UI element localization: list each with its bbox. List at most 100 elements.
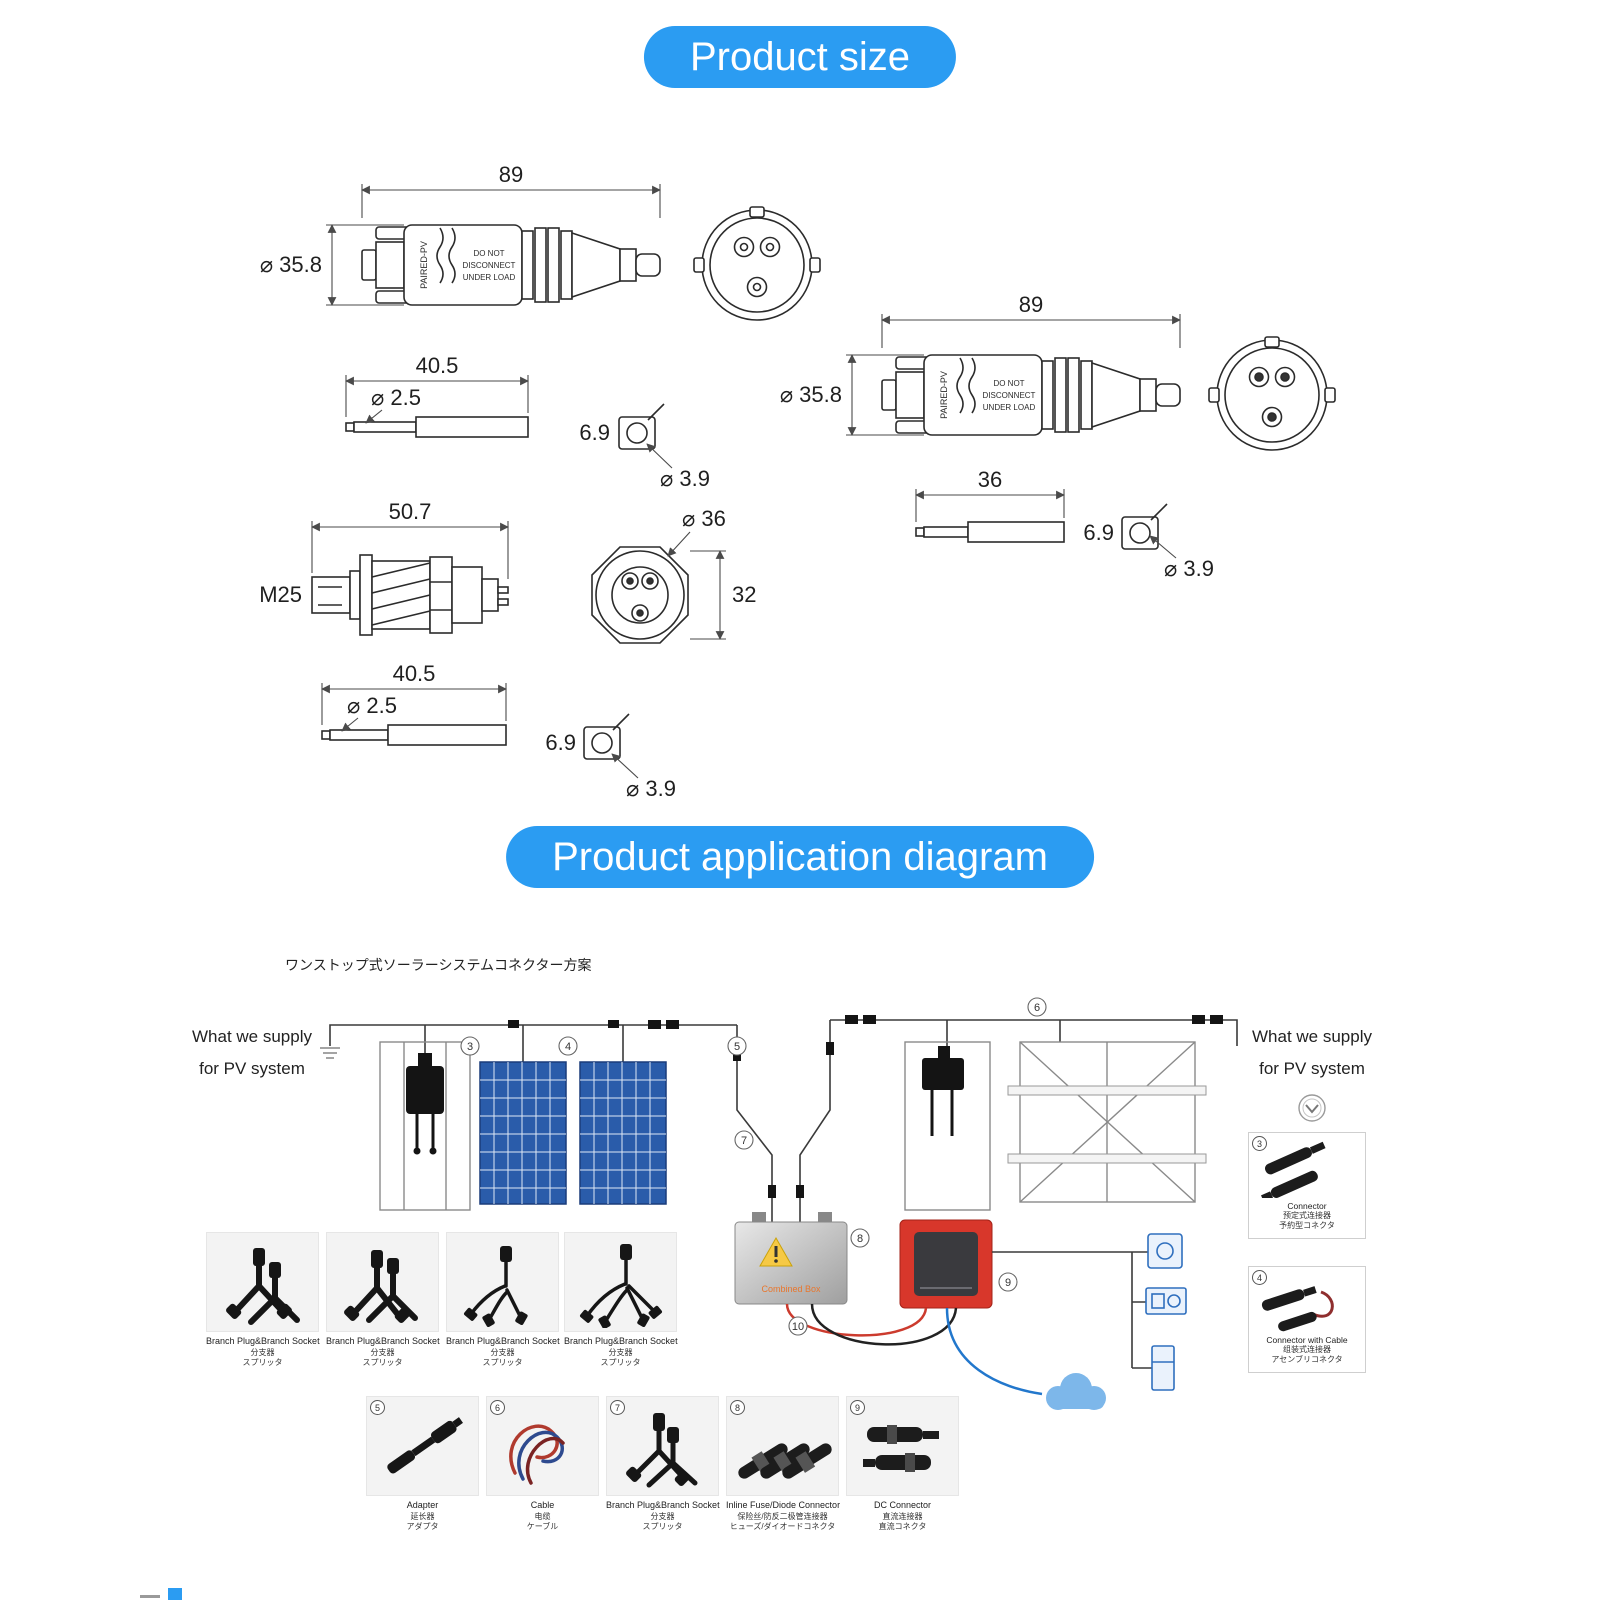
supply-right-line2: for PV system (1259, 1059, 1365, 1078)
module-frame-right (904, 1041, 991, 1211)
inverter-box (899, 1219, 993, 1309)
branch-product-image (206, 1232, 319, 1332)
product-name-cn: 分支器 (250, 1347, 275, 1357)
next-section-peek-dash (140, 1595, 160, 1598)
dim-crimp-c-hole: ⌀ 3.9 (1164, 556, 1214, 581)
pin-c-drawing: 36 (915, 467, 1065, 543)
product-name-jp: スプリッタ (600, 1358, 641, 1368)
right-product-connector: 3 Connector 预定式连接器 予約型コネクタ (1248, 1132, 1366, 1239)
product-card-adapter: 5 Adapter 延长器 アダプタ (366, 1396, 479, 1532)
fridge-icon (1151, 1345, 1175, 1391)
branch-cable-product-image (446, 1232, 559, 1332)
marker-badge: 6 (490, 1400, 505, 1415)
product-name-jp: ケーブル (526, 1522, 559, 1532)
product-name: Adapter (406, 1500, 439, 1510)
branch-product-image (326, 1232, 439, 1332)
meter-icon (1147, 1233, 1183, 1269)
technical-drawings: PAIRED-PV DO NOT DISCONNECT UNDER LOAD 8… (259, 162, 1336, 801)
product-card-branch-3: Branch Plug&Branch Socket 分支器 スプリッタ (446, 1232, 560, 1368)
product-name-jp: スプリッタ (642, 1522, 683, 1532)
product-name-cn: 电缆 (534, 1511, 551, 1521)
product-name: Branch Plug&Branch Socket (606, 1500, 720, 1510)
product-card-fuse-diode: 8 Inline Fuse/Diode Connector 保险丝/防反二极管连… (726, 1396, 841, 1532)
svg-text:7: 7 (741, 1135, 747, 1147)
right-product-connector-with-cable: 4 Connector with Cable 组装式连接器 アセンブリコネクタ (1248, 1266, 1366, 1373)
branch-product-image: 7 (606, 1396, 719, 1496)
svg-text:8: 8 (857, 1233, 863, 1245)
product-name-cn: 分支器 (608, 1347, 633, 1357)
dim-pin-b-length: 40.5 (393, 661, 436, 686)
combiner-label: Combined Box (761, 1284, 821, 1294)
schematic-markers: 3 4 5 6 7 8 9 10 (460, 997, 1047, 1336)
supply-left-line1: What we supply (192, 1027, 312, 1046)
product-name: DC Connector (873, 1500, 932, 1510)
svg-text:4: 4 (565, 1041, 571, 1053)
solar-panel-1 (479, 1061, 567, 1205)
product-name-jp: スプリッタ (242, 1358, 283, 1368)
product-name-cn: 分支器 (490, 1347, 515, 1357)
product-card-branch-5: 7 Branch Plug&Branch Socket 分支器 スプリッタ (606, 1396, 720, 1532)
product-name-jp: スプリッタ (482, 1358, 523, 1368)
dim-crimp-a-width: 6.9 (579, 420, 610, 445)
connector-b-end-view (1208, 336, 1336, 451)
module-frame-left (379, 1041, 471, 1211)
application-jp-title: ワンストップ式ソーラーシステムコネクター方案 (285, 957, 591, 973)
dim-mount-length: 50.7 (389, 499, 432, 524)
product-name-jp: スプリッタ (362, 1358, 403, 1368)
product-name: Connector with Cable (1266, 1335, 1348, 1345)
svg-text:6: 6 (1034, 1002, 1040, 1014)
connector-product-image (1251, 1137, 1363, 1199)
fuse-diode-product-image: 8 (726, 1396, 839, 1496)
appliance-icons (1145, 1233, 1187, 1391)
product-name: Cable (530, 1500, 555, 1510)
product-card-cable: 6 Cable 电缆 ケーブル (486, 1396, 599, 1532)
mounting-rack (1007, 1041, 1207, 1203)
product-name: Connector (1287, 1201, 1327, 1211)
dim-connector-a-diameter: ⌀ 35.8 (260, 252, 322, 277)
supply-right-line1: What we supply (1252, 1027, 1372, 1046)
connector-a-end-view (693, 206, 821, 321)
marker-badge: 9 (850, 1400, 865, 1415)
crimp-ferrule-b-drawing: 6.9 ⌀ 3.9 (545, 713, 676, 801)
chevron-down-icon (1298, 1094, 1326, 1122)
panel-mount-face-view: ⌀ 36 32 (591, 506, 756, 644)
product-name-cn: 分支器 (650, 1511, 675, 1521)
crimp-ferrule-a-drawing: 6.9 ⌀ 3.9 (579, 403, 710, 491)
dim-face-height: 32 (732, 582, 756, 607)
pin-b-drawing: 40.5 ⌀ 2.5 (321, 661, 507, 746)
product-card-dc-connector: 9 DC Connector 直流连接器 直流コネクタ (846, 1396, 959, 1532)
cloud-icon (1046, 1373, 1106, 1410)
product-name-cn: 保险丝/防反二极管连接器 (737, 1511, 828, 1521)
product-name: Inline Fuse/Diode Connector (726, 1500, 841, 1510)
product-name-jp: 予約型コネクタ (1279, 1221, 1335, 1231)
solar-panel-2 (579, 1061, 667, 1205)
product-name: Branch Plug&Branch Socket (326, 1336, 440, 1346)
adapter-product-image: 5 (366, 1396, 479, 1496)
panel-mount-side-view: 50.7 M25 (259, 499, 509, 636)
pv-string-wiring (320, 1015, 1238, 1222)
product-card-branch-2: Branch Plug&Branch Socket 分支器 スプリッタ (326, 1232, 440, 1368)
dim-face-diameter: ⌀ 36 (682, 506, 726, 531)
section-title-product-size: Product size (643, 26, 957, 88)
dim-pin-a-diameter: ⌀ 2.5 (371, 385, 421, 410)
marker-badge: 7 (610, 1400, 625, 1415)
svg-text:9: 9 (1005, 1277, 1011, 1289)
marker-badge: 8 (730, 1400, 745, 1415)
product-name-cn: 预定式连接器 (1283, 1211, 1331, 1220)
connector-a-side-view: 89 ⌀ 35.8 (260, 162, 661, 306)
product-name: Branch Plug&Branch Socket (446, 1336, 560, 1346)
marker-badge: 5 (370, 1400, 385, 1415)
dim-crimp-b-hole: ⌀ 3.9 (626, 776, 676, 801)
application-schematic: ワンストップ式ソーラーシステムコネクター方案 What we supply fo… (192, 957, 1372, 1410)
product-card-branch-4: Branch Plug&Branch Socket 分支器 スプリッタ (564, 1232, 678, 1368)
output-cabling (785, 1251, 1152, 1396)
pin-a-drawing: 40.5 ⌀ 2.5 (345, 353, 529, 438)
connector-b-side-view: 89 ⌀ 35.8 (780, 292, 1181, 436)
dim-pin-a-length: 40.5 (416, 353, 459, 378)
svg-text:3: 3 (467, 1041, 473, 1053)
dim-crimp-b-width: 6.9 (545, 730, 576, 755)
dc-connector-product-image: 9 (846, 1396, 959, 1496)
cable-product-image: 6 (486, 1396, 599, 1496)
branch-cable-product-image (564, 1232, 677, 1332)
product-name: Branch Plug&Branch Socket (564, 1336, 678, 1346)
